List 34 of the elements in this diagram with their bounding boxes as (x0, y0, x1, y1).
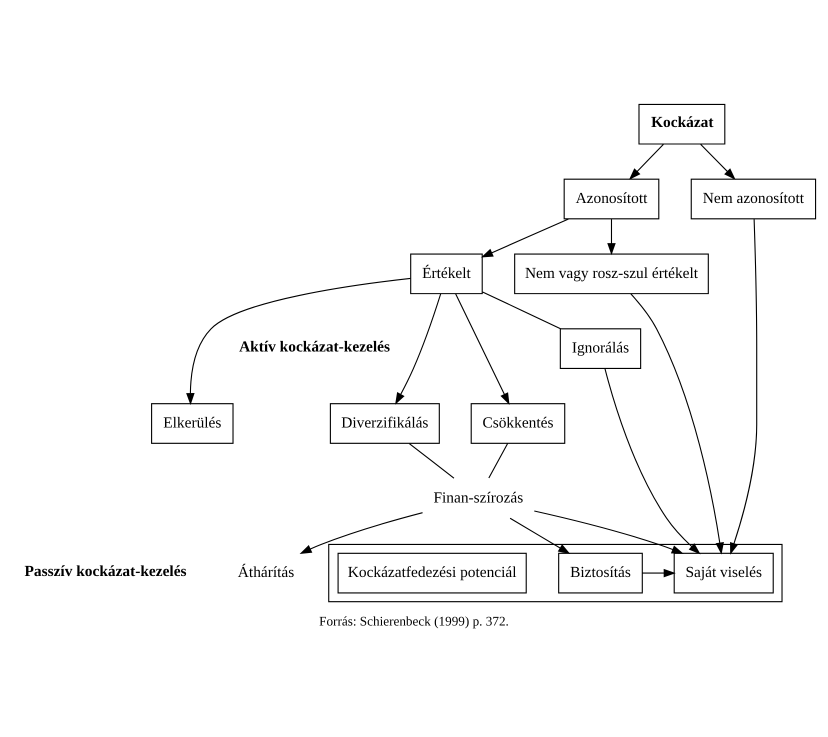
connector (488, 442, 508, 478)
arrow (628, 144, 664, 180)
node-box: Elkerülés (151, 402, 234, 444)
node-box: Nem vagy rosz-szul értékelt (514, 252, 709, 294)
arrow (604, 368, 701, 554)
node-box: Kockázat (638, 103, 726, 144)
label: Aktív kockázat-kezelés (239, 338, 390, 356)
arrow (510, 517, 570, 554)
connector (409, 442, 454, 478)
arrow (630, 293, 724, 554)
caption: Forrás: Schierenbeck (1999) p. 372. (319, 612, 509, 628)
arrow (534, 510, 684, 554)
node-box: Saját viselés (674, 552, 774, 593)
node-box: Értékelt (410, 252, 483, 294)
node-box: Nem azonosított (690, 178, 816, 219)
connector (482, 290, 561, 329)
node-box: Csökkentés (470, 402, 566, 444)
node-text: Áthárítás (238, 564, 294, 581)
node-text: Finan-szírozás (433, 488, 524, 506)
arrow (455, 293, 510, 404)
arrow (730, 218, 758, 554)
label: Passzív kockázat-kezelés (24, 562, 187, 580)
arrow (642, 568, 676, 577)
arrow (607, 218, 616, 255)
node-box: Biztosítás (558, 552, 643, 593)
node-box: Azonosított (564, 178, 660, 219)
arrow (480, 218, 569, 258)
node-box: Kockázatfedezési potenciál (338, 552, 527, 593)
arrow (300, 512, 423, 554)
arrow (700, 144, 736, 180)
node-box: Ignorálás (560, 328, 642, 368)
arrow (395, 293, 442, 404)
arrow (186, 277, 410, 405)
node-box: Diverzifikálás (330, 402, 440, 444)
